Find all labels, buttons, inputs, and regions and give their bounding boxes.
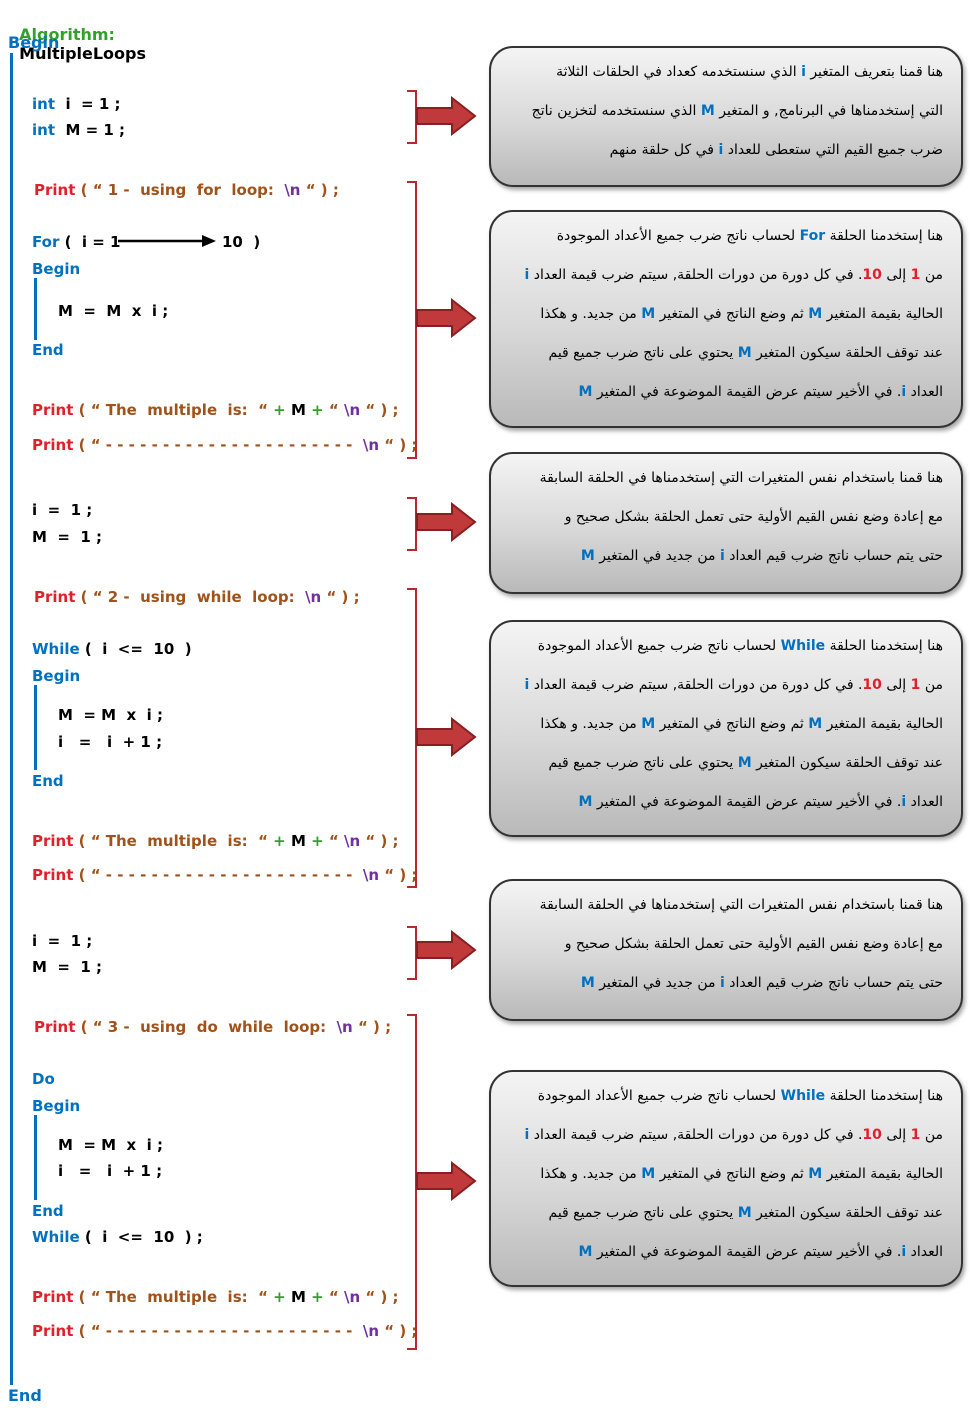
while-head: While ( i <= 10 ) bbox=[32, 640, 192, 658]
arrow-icon bbox=[416, 96, 477, 136]
while-body-m: M = M x i ; bbox=[58, 706, 164, 724]
for-limit: 10 ) bbox=[222, 233, 261, 251]
for-end: End bbox=[32, 341, 64, 359]
print-result-2: Print ( “ The multiple is: “ + M + “ \n … bbox=[32, 832, 399, 850]
note-for-loop: هنا إستخدمنا الحلقة For لحساب ناتج ضرب ج… bbox=[489, 210, 963, 428]
arrow-icon bbox=[416, 502, 477, 542]
print-dashes-1: Print ( “ - - - - - - - - - - - - - - - … bbox=[32, 436, 418, 454]
for-head: For ( i = 1 bbox=[32, 233, 121, 251]
print-result-3: Print ( “ The multiple is: “ + M + “ \n … bbox=[32, 1288, 399, 1306]
while-begin: Begin bbox=[32, 667, 81, 685]
reset-i-1: i = 1 ; bbox=[32, 501, 93, 519]
print-dashes-3: Print ( “ - - - - - - - - - - - - - - - … bbox=[32, 1322, 418, 1340]
print-dashes-2: Print ( “ - - - - - - - - - - - - - - - … bbox=[32, 866, 418, 884]
print-result-1: Print ( “ The multiple is: “ + M + “ \n … bbox=[32, 401, 399, 419]
algorithm-title: Algorithm: MultipleLoops bbox=[8, 6, 146, 63]
arrow-icon bbox=[416, 930, 477, 970]
note-while-loop: هنا إستخدمنا الحلقة While لحساب ناتج ضرب… bbox=[489, 620, 963, 837]
for-scope-line bbox=[34, 278, 37, 340]
note-reset-1: هنا قمنا باستخدام نفس المتغيرات التي إست… bbox=[489, 452, 963, 594]
reset-m-2: M = 1 ; bbox=[32, 958, 103, 976]
range-arrow-icon bbox=[118, 235, 216, 247]
do-while-cond: While ( i <= 10 ) ; bbox=[32, 1228, 203, 1246]
algorithm-label: Algorithm: bbox=[19, 25, 115, 44]
decl-m-line: int M = 1 ; bbox=[32, 121, 126, 139]
while-scope-line bbox=[34, 685, 37, 770]
main-scope-line bbox=[10, 53, 13, 1385]
do-body-i: i = i + 1 ; bbox=[58, 1162, 163, 1180]
reset-i-2: i = 1 ; bbox=[32, 932, 93, 950]
print-header-1: Print ( “ 1 - using for loop: \n “ ) ; bbox=[34, 181, 339, 199]
note-reset-2: هنا قمنا باستخدام نفس المتغيرات التي إست… bbox=[489, 879, 963, 1021]
print-header-3: Print ( “ 3 - using do while loop: \n “ … bbox=[34, 1018, 392, 1036]
do-scope-line bbox=[34, 1115, 37, 1200]
note-declarations: هنا قمنا بتعريف المتغير i الذي سنستخدمه … bbox=[489, 46, 963, 187]
do-begin: Begin bbox=[32, 1097, 81, 1115]
print-header-2: Print ( “ 2 - using while loop: \n “ ) ; bbox=[34, 588, 360, 606]
for-body: M = M x i ; bbox=[58, 302, 169, 320]
main-begin: Begin bbox=[8, 33, 60, 52]
note-do-while-loop: هنا إستخدمنا الحلقة While لحساب ناتج ضرب… bbox=[489, 1070, 963, 1287]
do-keyword: Do bbox=[32, 1070, 55, 1088]
algorithm-name: MultipleLoops bbox=[19, 44, 147, 63]
decl-i-line: int i = 1 ; bbox=[32, 95, 121, 113]
arrow-icon bbox=[416, 1161, 477, 1201]
do-end: End bbox=[32, 1202, 64, 1220]
for-begin: Begin bbox=[32, 260, 81, 278]
arrow-icon bbox=[416, 298, 477, 338]
while-end: End bbox=[32, 772, 64, 790]
main-end: End bbox=[8, 1386, 42, 1405]
arrow-icon bbox=[416, 717, 477, 757]
reset-m-1: M = 1 ; bbox=[32, 528, 103, 546]
while-body-i: i = i + 1 ; bbox=[58, 733, 163, 751]
do-body-m: M = M x i ; bbox=[58, 1136, 164, 1154]
